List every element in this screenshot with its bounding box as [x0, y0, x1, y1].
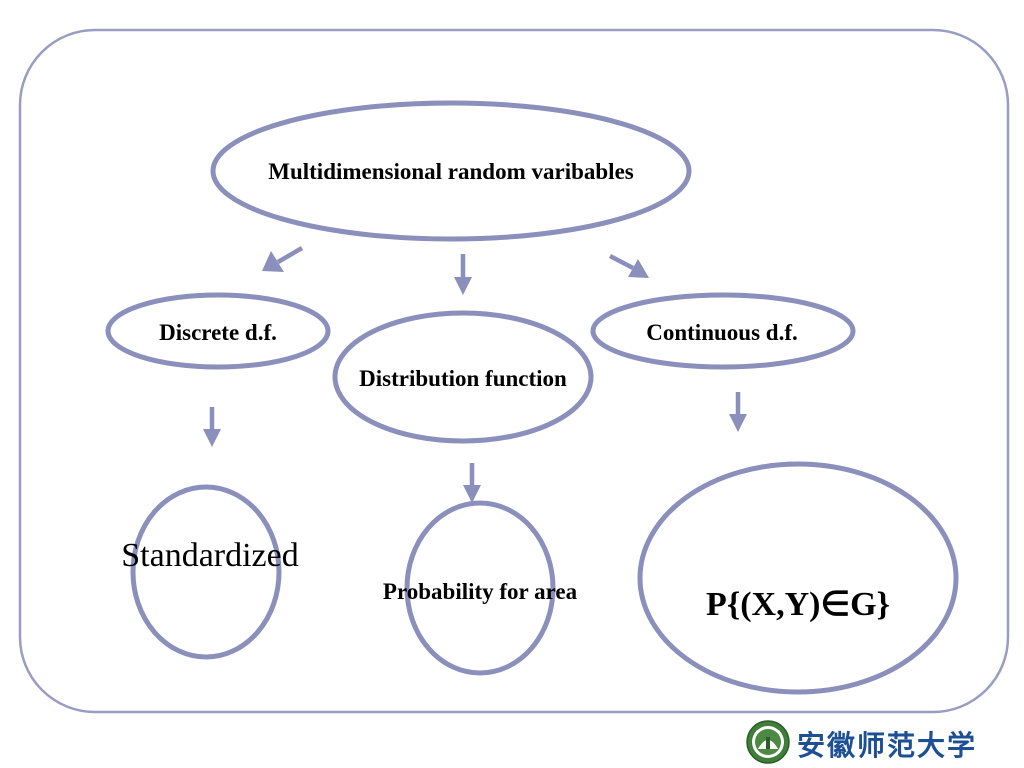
slide-frame: [18, 28, 1010, 714]
node-formula: [637, 461, 959, 695]
label-continuous: Continuous d.f.: [646, 320, 797, 345]
university-name: 安徽师范大学: [797, 729, 978, 762]
university-seal-icon: [746, 720, 790, 764]
arrow-root-to-continuous: [608, 254, 649, 278]
arrow-continuous-to-formula: [729, 392, 747, 432]
node-distribution: [332, 310, 594, 444]
label-probability: Probability for area: [383, 579, 578, 604]
university-logo: 安徽师范大学: [745, 718, 975, 766]
label-discrete: Discrete d.f.: [159, 320, 277, 345]
node-probability: [404, 500, 556, 676]
node-discrete: [105, 292, 331, 370]
arrow-root-to-discrete: [262, 246, 304, 272]
label-root: Multidimensional random varibables: [268, 159, 634, 184]
arrow-root-to-distribution: [454, 254, 472, 295]
label-distribution: Distribution function: [359, 366, 567, 391]
arrow-discrete-to-standardized: [203, 407, 221, 447]
node-continuous: [590, 292, 856, 370]
label-formula: P{(X,Y)∈G}: [706, 586, 890, 623]
arrow-distribution-to-probability: [463, 463, 481, 503]
node-root: [210, 100, 692, 242]
node-standardized: [130, 484, 282, 660]
label-standardized: Standardized: [121, 537, 299, 574]
